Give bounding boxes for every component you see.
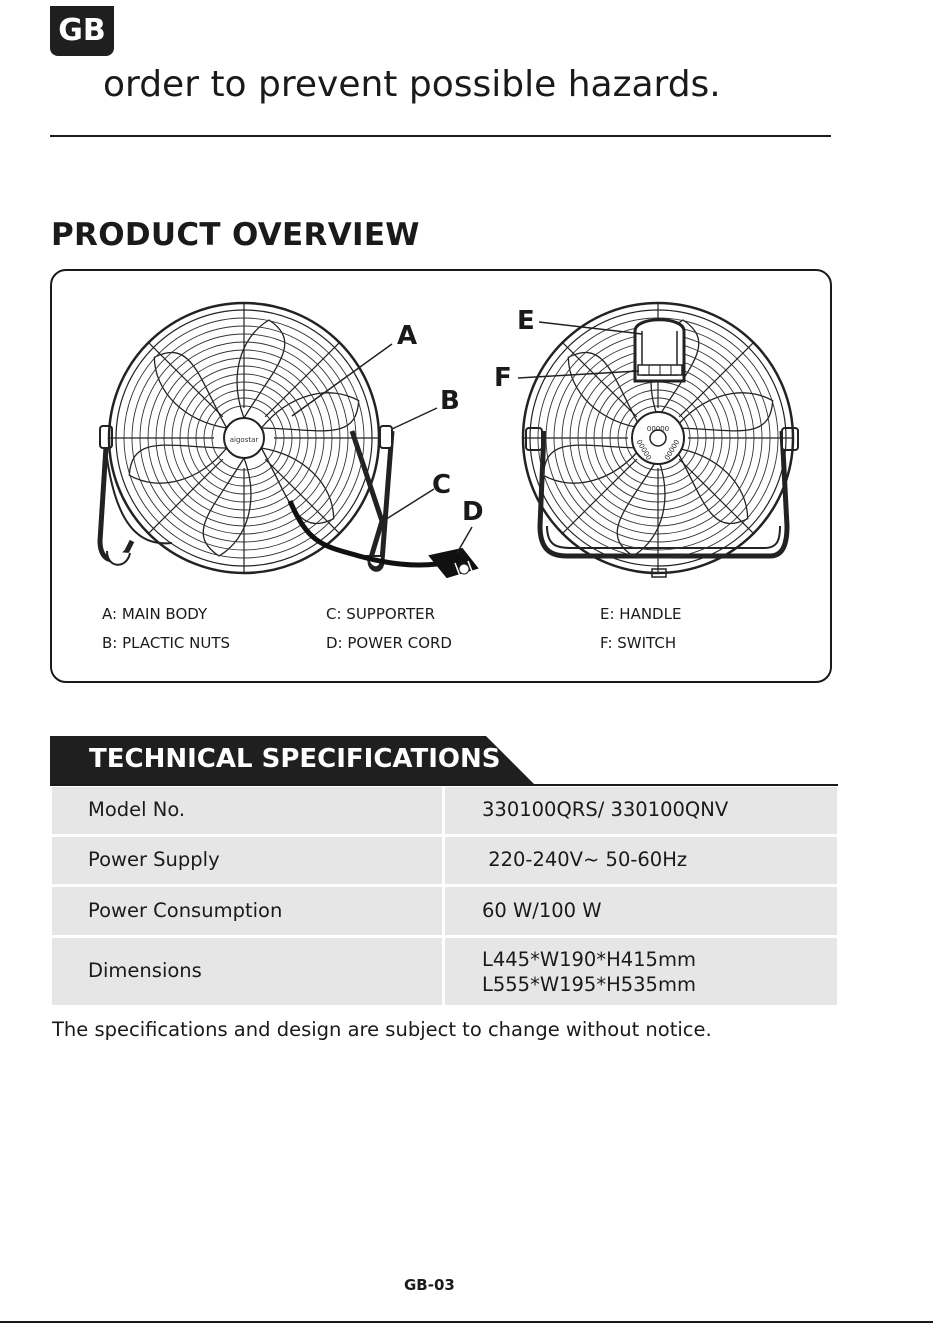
tech-specs-title: TECHNICAL SPECIFICATIONS — [89, 744, 501, 774]
callout-c: C — [432, 470, 452, 500]
table-row: Dimensions L445*W190*H415mm L555*W195*H5… — [52, 938, 837, 1005]
table-row: Power Supply 220-240V~ 50-60Hz — [52, 837, 837, 884]
tech-specs-header: TECHNICAL SPECIFICATIONS — [50, 736, 534, 784]
language-badge: GB — [50, 6, 114, 56]
legend-main-body: A: MAIN BODY — [102, 605, 208, 623]
spec-value: 220-240V~ 50-60Hz — [482, 848, 688, 871]
legend-supporter: C: SUPPORTER — [326, 605, 436, 623]
spec-table: Model No. 330100QRS/ 330100QNV Power Sup… — [52, 787, 837, 1008]
plug-icon — [428, 547, 479, 579]
legend-handle: E: HANDLE — [600, 605, 682, 623]
svg-text:00000: 00000 — [647, 425, 669, 433]
product-overview-title: PRODUCT OVERVIEW — [51, 217, 420, 253]
product-overview-box: aigostar 00000 00000 00000 — [50, 269, 832, 683]
spec-divider — [50, 784, 838, 786]
fan-illustration: aigostar 00000 00000 00000 — [97, 301, 799, 579]
spec-footnote: The specifications and design are subjec… — [52, 1018, 712, 1041]
spec-label: Power Consumption — [88, 899, 283, 922]
bottom-divider — [0, 1321, 933, 1323]
callout-d: D — [462, 497, 484, 527]
brand-logo: aigostar — [230, 436, 259, 444]
spec-label: Model No. — [88, 798, 186, 821]
callout-f: F — [494, 363, 512, 393]
table-row: Power Consumption 60 W/100 W — [52, 887, 837, 935]
spec-value: L445*W190*H415mm — [482, 948, 696, 971]
top-divider — [50, 135, 831, 137]
power-cord-icon — [287, 500, 438, 568]
spec-value-2: L555*W195*H535mm — [482, 973, 696, 996]
callout-e: E — [517, 306, 535, 336]
legend-switch: F: SWITCH — [600, 634, 677, 652]
table-row: Model No. 330100QRS/ 330100QNV — [52, 787, 837, 834]
page-number: GB-03 — [404, 1276, 455, 1294]
callout-b: B — [440, 386, 460, 416]
spec-value: 60 W/100 W — [482, 899, 602, 922]
legend-plastic-nuts: B: PLACTIC NUTS — [102, 634, 231, 652]
spec-label: Power Supply — [88, 848, 220, 871]
callout-a: A — [397, 321, 418, 351]
spec-label: Dimensions — [88, 959, 202, 982]
legend-power-cord: D: POWER CORD — [326, 634, 452, 652]
spec-value: 330100QRS/ 330100QNV — [482, 798, 729, 821]
right-nut-icon — [379, 425, 393, 449]
front-fan: aigostar — [97, 301, 479, 579]
continuation-text: order to prevent possible hazards. — [103, 64, 721, 105]
rear-fan: 00000 00000 00000 — [521, 301, 799, 578]
